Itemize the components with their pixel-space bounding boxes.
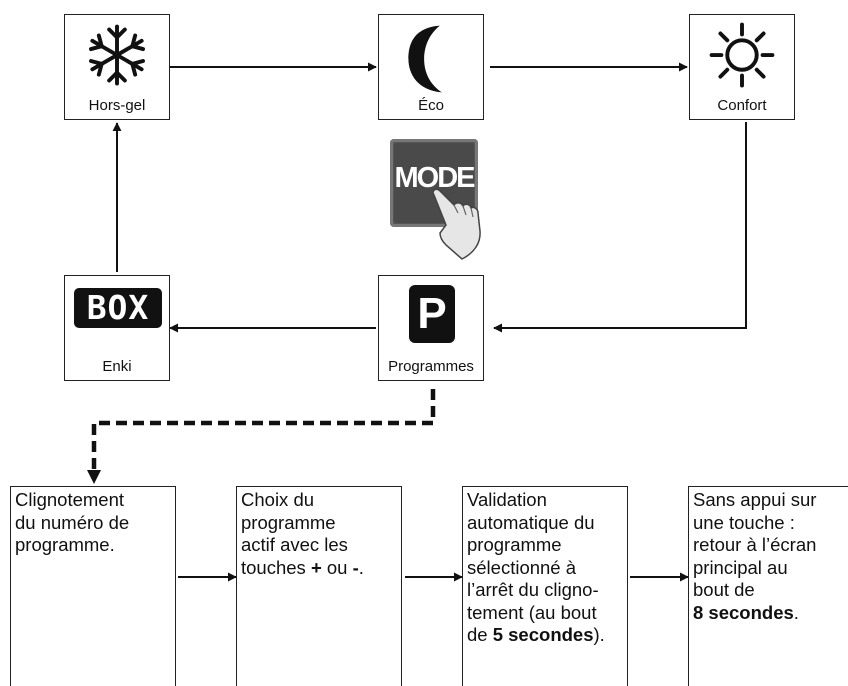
mode-button: MODE xyxy=(390,139,481,260)
plus-key-label: + xyxy=(310,556,322,578)
snowflake-icon xyxy=(89,24,145,86)
step-3: Validation automatique du programme séle… xyxy=(462,486,628,686)
mode-label-confort: Confort xyxy=(717,97,767,114)
pointing-hand-icon xyxy=(432,188,481,260)
step-3-line-4: sélectionné à xyxy=(467,556,577,578)
mode-box-programmes: P Programmes xyxy=(378,275,484,381)
step-2-line-1: Choix du xyxy=(241,489,315,510)
mode-button-text: MODE xyxy=(394,162,476,194)
dashed-arrowhead xyxy=(87,470,101,484)
step-4-line-6: 8 secondes. xyxy=(693,602,848,625)
mode-label-hors-gel: Hors-gel xyxy=(88,97,146,114)
step-4-delay: 8 secondes xyxy=(693,601,794,623)
sun-icon xyxy=(709,22,775,88)
step-3-line-6: tement (au bout xyxy=(467,601,597,623)
p-icon-text: P xyxy=(417,289,447,338)
step-2-line-3: actif avec les xyxy=(241,534,348,555)
minus-key-label: - xyxy=(352,556,359,578)
step-4-line-2: une touche : xyxy=(693,511,795,533)
mode-label-programmes: Programmes xyxy=(388,358,474,375)
mode-box-eco: Éco xyxy=(378,14,484,120)
step-3-text: de xyxy=(467,624,493,645)
step-1: Clignotement du numéro de programme. xyxy=(10,486,176,686)
step-2-text: touches xyxy=(241,556,311,578)
dashed-arrow-programmes-to-steps xyxy=(91,389,436,474)
step-3-line-7: de 5 secondes). xyxy=(467,624,627,647)
mode-box-enki: BOX Enki xyxy=(64,275,170,381)
mode-label-enki: Enki xyxy=(102,358,132,375)
step-2-line-4: touches + ou -. xyxy=(241,557,401,580)
step-3-delay: 5 secondes xyxy=(492,624,594,645)
step-2-text-end: . xyxy=(358,556,364,578)
step-1-line-1: Clignotement xyxy=(15,489,125,510)
box-icon: BOX xyxy=(74,288,162,328)
step-3-line-3: programme xyxy=(467,534,562,555)
step-4-line-4: principal au xyxy=(693,556,788,578)
step-1-line-2: du numéro de xyxy=(15,511,130,533)
step-3-line-1: Validation xyxy=(467,489,547,510)
step-4-text-end: . xyxy=(793,601,799,623)
box-icon-text: BOX xyxy=(86,288,150,327)
step-4: Sans appui sur une touche : retour à l’é… xyxy=(688,486,848,686)
step-3-line-5: l’arrêt du cligno- xyxy=(467,579,599,600)
step-4-line-3: retour à l’écran xyxy=(693,534,817,555)
mode-box-hors-gel: Hors-gel xyxy=(64,14,170,120)
step-2-line-2: programme xyxy=(241,511,336,533)
mode-box-confort: Confort xyxy=(689,14,795,120)
step-2-text-or: ou xyxy=(321,556,353,578)
p-icon: P xyxy=(409,285,455,343)
step-3-text-end: ). xyxy=(593,624,605,645)
step-2: Choix du programme actif avec les touche… xyxy=(236,486,402,686)
moon-icon xyxy=(408,25,442,93)
mode-label-eco: Éco xyxy=(418,97,444,114)
step-3-line-2: automatique du xyxy=(467,511,595,533)
step-4-line-1: Sans appui sur xyxy=(693,489,817,510)
step-4-line-5: bout de xyxy=(693,579,755,600)
arrow-confort-to-programmes xyxy=(493,122,747,333)
step-1-line-3: programme. xyxy=(15,534,115,555)
